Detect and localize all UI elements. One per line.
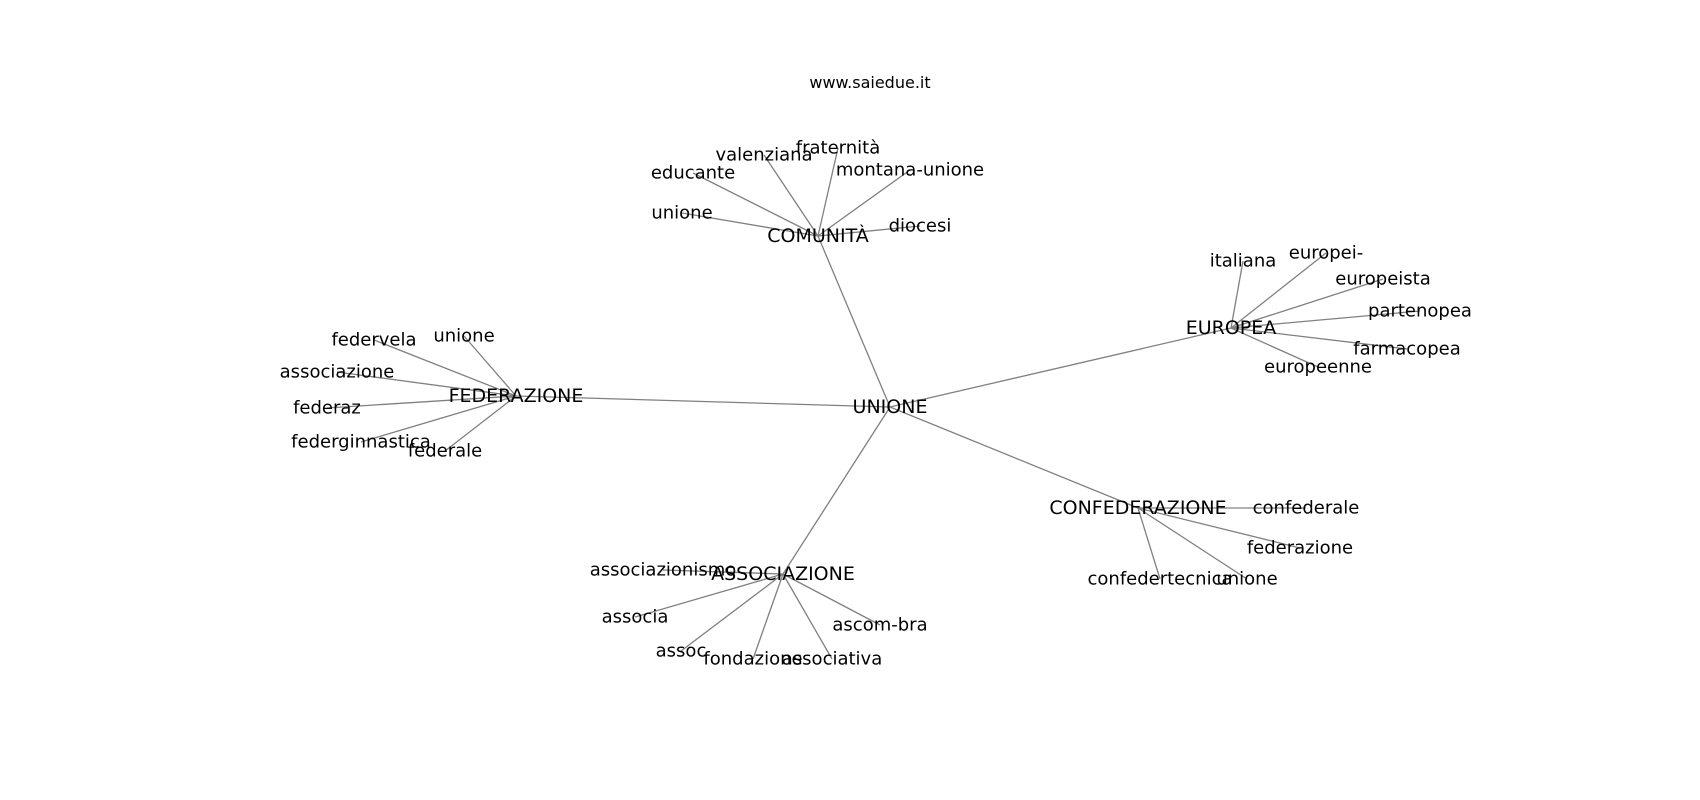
leaf-node-label: federaz	[293, 398, 361, 419]
leaf-node-label: unione	[433, 326, 494, 347]
leaf-node-label: federvela	[331, 330, 416, 351]
hub-node-label-associazione: ASSOCIAZIONE	[711, 563, 855, 585]
edge-europea-leaf	[1230, 327, 1408, 350]
edge-confederazione-leaf	[1137, 507, 1161, 580]
leaf-node-label: associa	[602, 607, 669, 628]
leaf-node-label: educante	[651, 163, 735, 184]
hub-node-label-comunita: COMUNITÀ	[767, 224, 868, 247]
edge-federazione-leaf	[360, 395, 517, 443]
edge-associazione-leaf	[634, 573, 784, 618]
leaf-node-label: montana-unione	[836, 160, 984, 181]
leaf-node-label: confederale	[1253, 498, 1360, 519]
leaf-node-label: confedertecnica	[1088, 569, 1233, 590]
edge-federazione-leaf	[326, 395, 517, 409]
edge-associazione-leaf	[680, 573, 784, 652]
edge-europea-leaf	[1230, 260, 1244, 329]
leaf-node-label: unione	[651, 203, 712, 224]
edge-comunita-leaf	[681, 212, 819, 237]
edge-associazione-leaf	[782, 573, 881, 626]
edge-federazione-leaf	[373, 339, 517, 397]
leaf-node-label: farmacopea	[1353, 339, 1460, 360]
leaf-node-label: federginnastica	[291, 432, 431, 453]
edge-europea-leaf	[1230, 252, 1327, 329]
hub-node-label-federazione: FEDERAZIONE	[449, 385, 584, 407]
leaf-node-label: unione	[1216, 569, 1277, 590]
edge-associazione-leaf	[752, 573, 784, 660]
leaf-node-label: ascom-bra	[832, 615, 927, 636]
leaf-node-label: valenziana	[715, 145, 812, 166]
edge-unione-europea	[889, 327, 1232, 408]
edge-unione-confederazione	[889, 406, 1139, 509]
leaf-node-label: associativa	[782, 649, 882, 670]
leaf-node-label: associazione	[280, 362, 395, 383]
edge-unione-comunita	[817, 235, 891, 408]
labels-layer: UNIONE unione educantevalenzianafraternità…	[280, 138, 1472, 670]
leaf-node-label: fondazione	[703, 649, 802, 670]
edge-europea-leaf	[1230, 327, 1319, 368]
center-node-label: UNIONE	[853, 396, 928, 418]
leaf-node-label: federale	[408, 441, 482, 462]
edge-comunita-leaf	[817, 147, 839, 237]
edge-comunita-leaf	[817, 169, 911, 237]
leaf-node-label: italiana	[1210, 251, 1277, 272]
edge-europea-leaf	[1230, 278, 1384, 329]
leaf-node-label: fraternità	[796, 138, 880, 159]
leaf-node-label: diocesi	[889, 216, 952, 237]
edge-comunita-leaf	[763, 154, 819, 237]
edge-europea-leaf	[1230, 310, 1421, 329]
edge-associazione-leaf	[782, 573, 833, 660]
leaf-node-label: assoc	[656, 641, 707, 662]
edge-comunita-leaf	[817, 225, 921, 237]
edge-federazione-leaf	[336, 371, 517, 397]
leaf-node-label: europeenne	[1264, 357, 1372, 378]
edge-comunita-leaf	[692, 172, 819, 237]
edge-unione-federazione	[515, 395, 891, 408]
edge-confederazione-leaf	[1137, 507, 1248, 580]
edge-federazione-leaf	[444, 395, 517, 452]
site-credit: www.saiedue.it	[809, 73, 930, 92]
hub-node-label-europea: EUROPEA	[1186, 317, 1277, 339]
leaf-node-label: europei-	[1289, 243, 1364, 264]
leaf-node-label: federazione	[1247, 538, 1353, 559]
edge-federazione-leaf	[463, 335, 517, 397]
edge-associazione-leaf	[662, 569, 784, 575]
hub-node-label-confederazione: CONFEDERAZIONE	[1049, 497, 1226, 519]
edge-unione-associazione	[782, 406, 891, 575]
leaf-node-label: associazionismo	[590, 560, 737, 581]
leaf-node-label: europeista	[1335, 269, 1430, 290]
edge-confederazione-leaf	[1137, 507, 1301, 549]
edges-layer	[326, 147, 1421, 660]
leaf-node-label: partenopea	[1368, 301, 1472, 322]
